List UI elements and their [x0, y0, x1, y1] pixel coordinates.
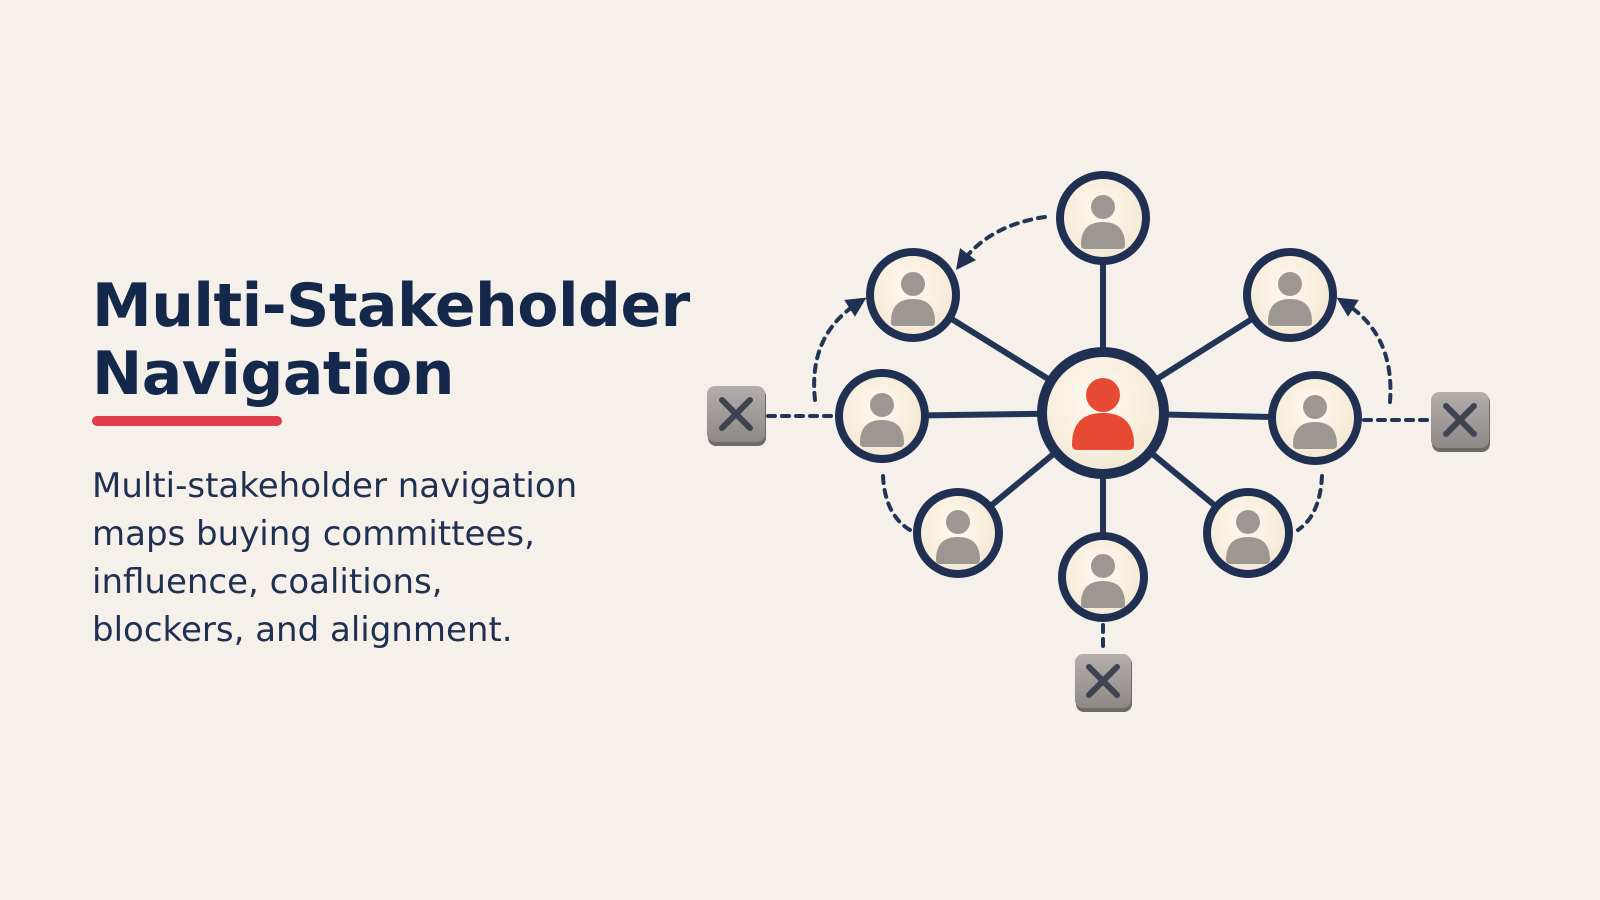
person-icon: [891, 272, 935, 326]
influence-paths: [766, 215, 1430, 654]
central-person-icon: [1072, 378, 1134, 450]
x-icon: [1443, 403, 1477, 437]
blocker-box-bottom: [1075, 654, 1132, 712]
person-icon: [860, 393, 904, 447]
influence-arrow-right-to-upper-right: [1336, 297, 1393, 404]
stakeholder-node-left: [835, 369, 929, 463]
stakeholder-node-top: [1056, 171, 1150, 265]
person-icon: [1081, 195, 1125, 249]
person-icon: [1226, 510, 1270, 564]
influence-arrow-top-to-upper-left: [955, 215, 1047, 270]
stakeholder-node-lower-right: [1203, 488, 1293, 578]
title-accent-underline: [92, 416, 282, 426]
coalition-path-left-lower-left: [881, 474, 912, 532]
stakeholder-node-right: [1268, 371, 1362, 465]
text-block: Multi-Stakeholder Navigation Multi-stake…: [92, 271, 690, 654]
stakeholder-node-upper-right: [1243, 248, 1337, 342]
central-stakeholder-node: [1037, 347, 1169, 479]
coalition-path-right-lower-right: [1296, 474, 1324, 532]
slide-title-line-2: Navigation: [92, 339, 455, 409]
stakeholder-node-lower-left: [913, 488, 1003, 578]
person-icon: [1293, 395, 1337, 449]
slide-description: Multi-stakeholder navigation maps buying…: [92, 466, 578, 650]
x-icon: [1086, 664, 1120, 698]
x-icon: [719, 397, 753, 431]
person-icon: [1081, 554, 1125, 608]
slide-title: Multi-Stakeholder Navigation: [92, 271, 690, 409]
stakeholder-node-upper-left: [866, 248, 960, 342]
slide-title-line-1: Multi-Stakeholder: [92, 271, 690, 341]
stakeholder-network-diagram: [707, 171, 1490, 712]
blocker-box-left: [707, 386, 766, 446]
blocker-box-right: [1431, 392, 1490, 452]
influence-arrow-left-to-upper-left: [812, 297, 867, 402]
stakeholder-node-bottom: [1058, 532, 1148, 622]
person-icon: [936, 510, 980, 564]
person-icon: [1268, 272, 1312, 326]
